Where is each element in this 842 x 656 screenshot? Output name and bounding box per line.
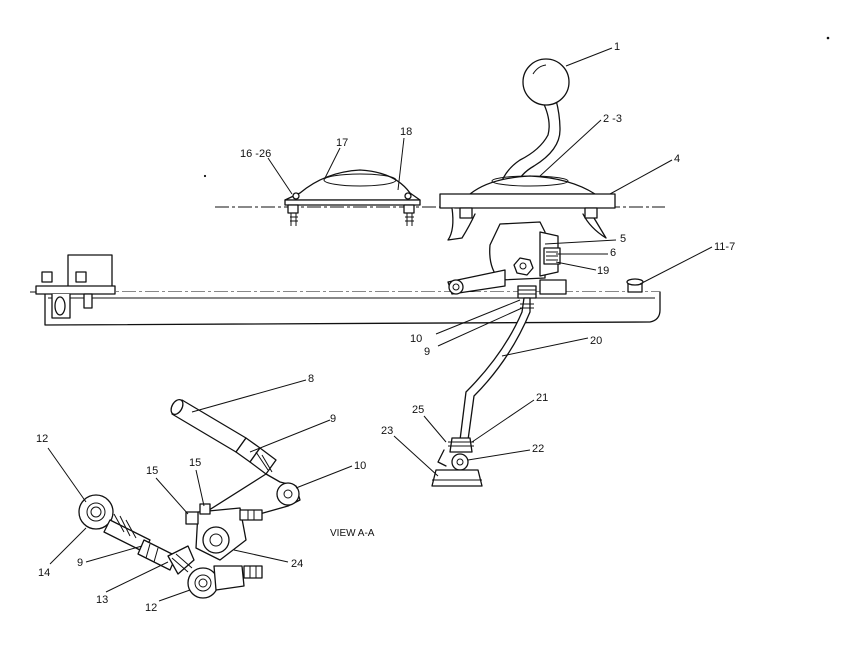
callout-5: 5 bbox=[620, 233, 626, 245]
callout-15-a: 15 bbox=[146, 465, 158, 477]
bolt-11-7 bbox=[626, 278, 644, 293]
callout-21: 21 bbox=[536, 392, 548, 404]
view-a-a-caption: VIEW A-A bbox=[330, 528, 375, 539]
callout-16-26: 16 -26 bbox=[240, 148, 271, 160]
cover-plate bbox=[284, 169, 421, 226]
view-a-a-linkage bbox=[78, 398, 301, 599]
shift-lever bbox=[499, 58, 570, 187]
callout-20: 20 bbox=[590, 335, 602, 347]
callout-9-low: 9 bbox=[77, 557, 83, 569]
callout-4: 4 bbox=[674, 153, 680, 165]
callout-17: 17 bbox=[336, 137, 348, 149]
callout-8: 8 bbox=[308, 373, 314, 385]
stray-dot-2 bbox=[203, 174, 207, 178]
callout-labels: 1 2 -3 4 5 6 19 11-7 16 -26 17 18 10 9 2… bbox=[36, 41, 735, 614]
leader-lines bbox=[47, 47, 713, 602]
callout-9-top: 9 bbox=[424, 346, 430, 358]
callout-24: 24 bbox=[291, 558, 303, 570]
shift-rod bbox=[459, 297, 534, 441]
callout-11-7: 11-7 bbox=[714, 241, 735, 253]
floor-plate bbox=[30, 206, 665, 326]
callout-10-mid: 10 bbox=[354, 460, 366, 472]
callout-12-low: 12 bbox=[145, 602, 157, 614]
callout-23: 23 bbox=[381, 425, 393, 437]
mounting-bracket bbox=[35, 254, 116, 319]
callout-6: 6 bbox=[610, 247, 616, 259]
callout-14: 14 bbox=[38, 567, 50, 579]
callout-9-mid: 9 bbox=[330, 413, 336, 425]
shift-block bbox=[447, 221, 567, 299]
callout-25: 25 bbox=[412, 404, 424, 416]
lower-socket bbox=[431, 437, 483, 487]
callout-10-top: 10 bbox=[410, 333, 422, 345]
callout-12-top: 12 bbox=[36, 433, 48, 445]
callout-22: 22 bbox=[532, 443, 544, 455]
callout-18: 18 bbox=[400, 126, 412, 138]
callout-19: 19 bbox=[597, 265, 609, 277]
callout-15-b: 15 bbox=[189, 457, 201, 469]
callout-1: 1 bbox=[614, 41, 620, 53]
callout-13: 13 bbox=[96, 594, 108, 606]
stray-dot bbox=[826, 36, 830, 40]
callout-2-3: 2 -3 bbox=[603, 113, 622, 125]
shift-housing bbox=[439, 175, 616, 241]
